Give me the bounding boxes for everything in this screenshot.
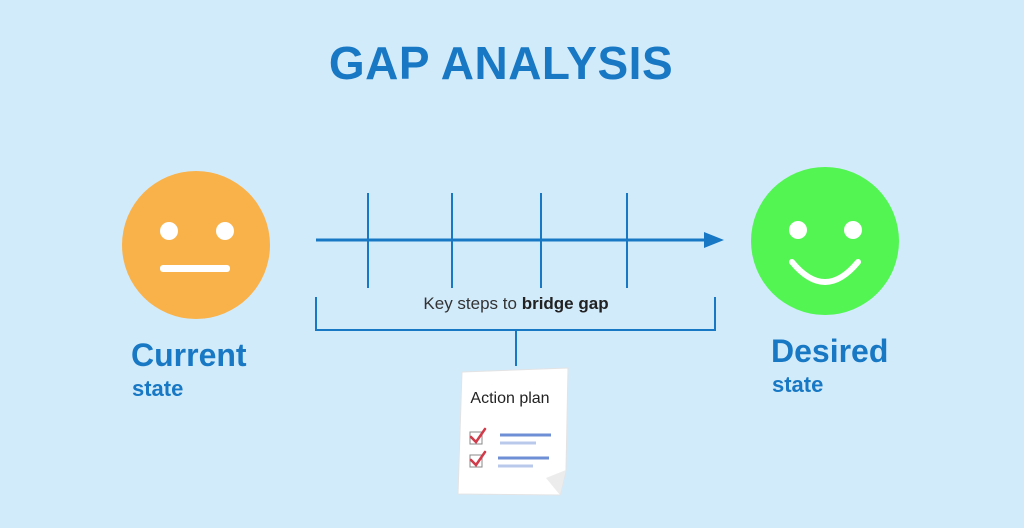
smiley-face-icon xyxy=(751,167,899,315)
timeline-arrow xyxy=(316,232,724,248)
page-title: GAP ANALYSIS xyxy=(328,37,674,89)
key-steps-prefix: Key steps to xyxy=(423,294,522,313)
desired-state-label: Desired xyxy=(771,333,889,369)
neutral-face-icon xyxy=(122,171,270,319)
key-steps-emphasis: bridge gap xyxy=(521,294,609,313)
desired-state-sublabel: state xyxy=(772,372,824,397)
steps-bracket xyxy=(315,297,716,366)
checklist-document-icon xyxy=(457,367,569,496)
step-ticks xyxy=(367,193,628,288)
key-steps-caption: Key steps to bridge gap xyxy=(316,294,716,314)
current-state-label: Current xyxy=(131,337,247,373)
action-plan-title: Action plan xyxy=(470,390,550,407)
current-state-sublabel: state xyxy=(132,376,184,401)
